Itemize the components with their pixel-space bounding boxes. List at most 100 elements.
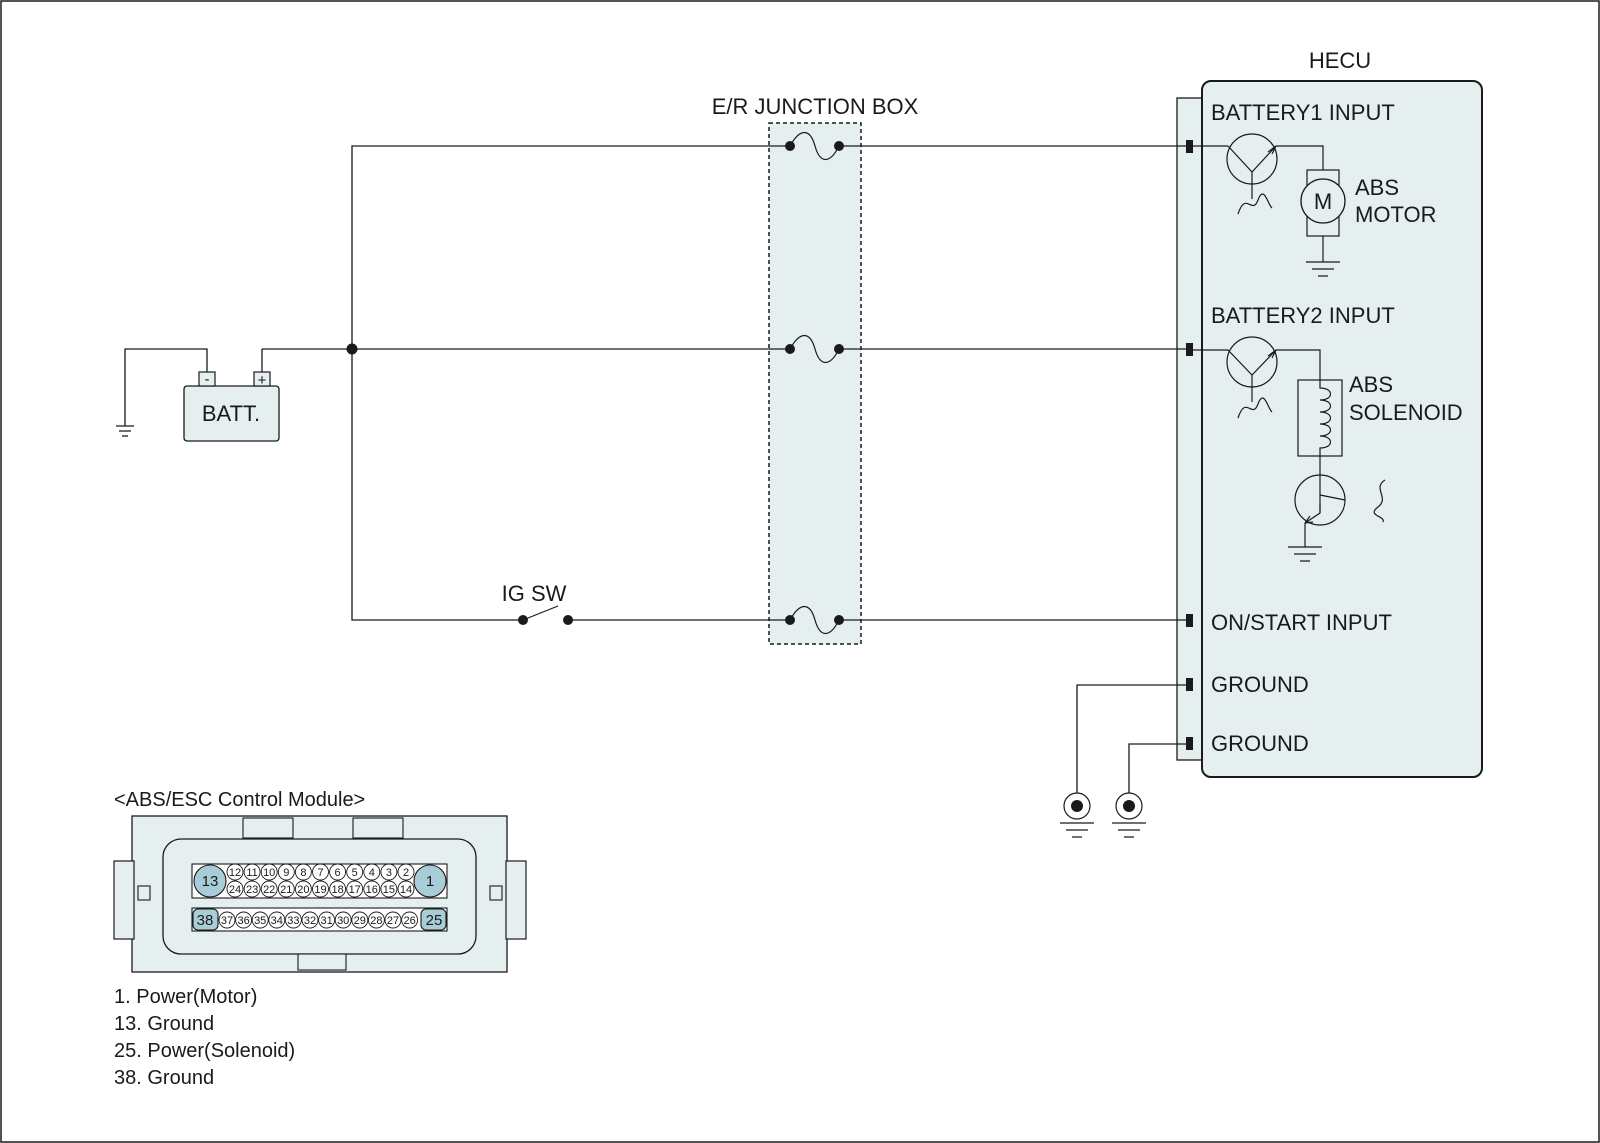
splice-dot — [346, 343, 358, 355]
abs-motor: M — [1300, 169, 1346, 277]
pin-16 — [363, 880, 381, 898]
pin-3-label: 3 — [386, 867, 392, 879]
pin-26-label: 26 — [403, 915, 415, 927]
pin-38-label: 38 — [197, 912, 214, 929]
pin-2 — [397, 863, 415, 881]
pin-16-label: 16 — [366, 884, 378, 896]
wire-ignition — [351, 349, 1186, 621]
pin-26 — [401, 911, 419, 929]
pin-12-label: 12 — [229, 867, 241, 879]
battery1-input-label: BATTERY1 INPUT — [1211, 100, 1395, 125]
pin-34-label: 34 — [271, 915, 283, 927]
wire-ground2 — [1128, 743, 1186, 793]
solenoid-high-side-transistor — [1193, 336, 1321, 419]
pin-22-label: 22 — [263, 884, 275, 896]
hecu-connector-strip — [1176, 97, 1206, 761]
pin-24-label: 24 — [229, 884, 241, 896]
pin-5 — [346, 863, 364, 881]
pin-24 — [226, 880, 244, 898]
legend-item-2: 13. Ground — [114, 1013, 214, 1035]
pin-terminal-battery2 — [1186, 343, 1193, 356]
pin-14 — [397, 880, 415, 898]
pin-25-label: 25 — [426, 912, 443, 929]
pin-14-label: 14 — [400, 884, 412, 896]
pin-37 — [218, 911, 236, 929]
on-start-input-label: ON/START INPUT — [1211, 610, 1392, 635]
pin-7-label: 7 — [317, 867, 323, 879]
pin-23 — [243, 880, 261, 898]
pin-21-label: 21 — [280, 884, 292, 896]
chassis-ground-2 — [1112, 792, 1146, 838]
pin-terminal-ground1 — [1186, 678, 1193, 691]
pin-30 — [334, 911, 352, 929]
pin-15 — [380, 880, 398, 898]
pin-30-label: 30 — [337, 915, 349, 927]
pin-34 — [268, 911, 286, 929]
abs-solenoid-label-2: SOLENOID — [1349, 400, 1463, 425]
battery-plus: + — [258, 372, 267, 389]
pin-4-label: 4 — [369, 867, 375, 879]
motor-driver-transistor — [1193, 133, 1324, 215]
junction-box — [768, 122, 862, 645]
ignition-switch — [518, 605, 573, 625]
pin-11 — [243, 863, 261, 881]
pin-13 — [193, 864, 227, 898]
hecu-title: HECU — [1309, 48, 1371, 73]
abs-motor-label-1: ABS — [1355, 175, 1399, 200]
pin-5-label: 5 — [352, 867, 358, 879]
ig-switch-label: IG SW — [502, 581, 567, 606]
motor-symbol: M — [1314, 189, 1332, 214]
pin-37-label: 37 — [221, 915, 233, 927]
pin-31-label: 31 — [320, 915, 332, 927]
wire-ground1 — [1076, 684, 1186, 793]
pin-20-label: 20 — [297, 884, 309, 896]
pin-29 — [351, 911, 369, 929]
pin-18 — [329, 880, 347, 898]
legend-item-4: 38. Ground — [114, 1067, 214, 1089]
pin-10 — [260, 863, 278, 881]
pin-6 — [329, 863, 347, 881]
pin-17-label: 17 — [349, 884, 361, 896]
pin-19 — [312, 880, 329, 898]
junction-box-title: E/R JUNCTION BOX — [712, 94, 919, 119]
pin-terminal-ground2 — [1186, 737, 1193, 750]
pin-21 — [277, 880, 295, 898]
pin-35-label: 35 — [254, 915, 266, 927]
pin-7 — [312, 863, 329, 881]
pin-36-label: 36 — [237, 915, 249, 927]
pin-27-label: 27 — [387, 915, 399, 927]
pin-18-label: 18 — [331, 884, 343, 896]
pin-6-label: 6 — [335, 867, 341, 879]
pin-11-label: 11 — [246, 867, 257, 879]
abs-solenoid-label-1: ABS — [1349, 372, 1393, 397]
chassis-ground-1 — [1060, 792, 1094, 838]
pin-32 — [301, 911, 319, 929]
pin-9 — [277, 863, 295, 881]
pin-35 — [251, 911, 269, 929]
abs-solenoid — [1297, 379, 1343, 487]
ground2-label: GROUND — [1211, 731, 1309, 756]
pin-1 — [413, 864, 447, 898]
connector-big-pins: 13 1 38 25 — [192, 864, 447, 931]
pin-9-label: 9 — [283, 867, 289, 879]
pin-28 — [367, 911, 385, 929]
battery-label: BATT. — [202, 401, 260, 426]
pin-3 — [380, 863, 398, 881]
pin-1-label: 1 — [426, 873, 434, 890]
pin-31 — [318, 911, 336, 929]
abs-motor-label-2: MOTOR — [1355, 202, 1436, 227]
pin-33 — [284, 911, 302, 929]
pin-33-label: 33 — [287, 915, 299, 927]
pin-2-label: 2 — [403, 867, 409, 879]
pin-38 — [192, 908, 219, 931]
pin-28-label: 28 — [370, 915, 382, 927]
pin-8 — [294, 863, 312, 881]
pin-17 — [346, 880, 364, 898]
battery — [116, 348, 280, 442]
pin-36 — [235, 911, 253, 929]
